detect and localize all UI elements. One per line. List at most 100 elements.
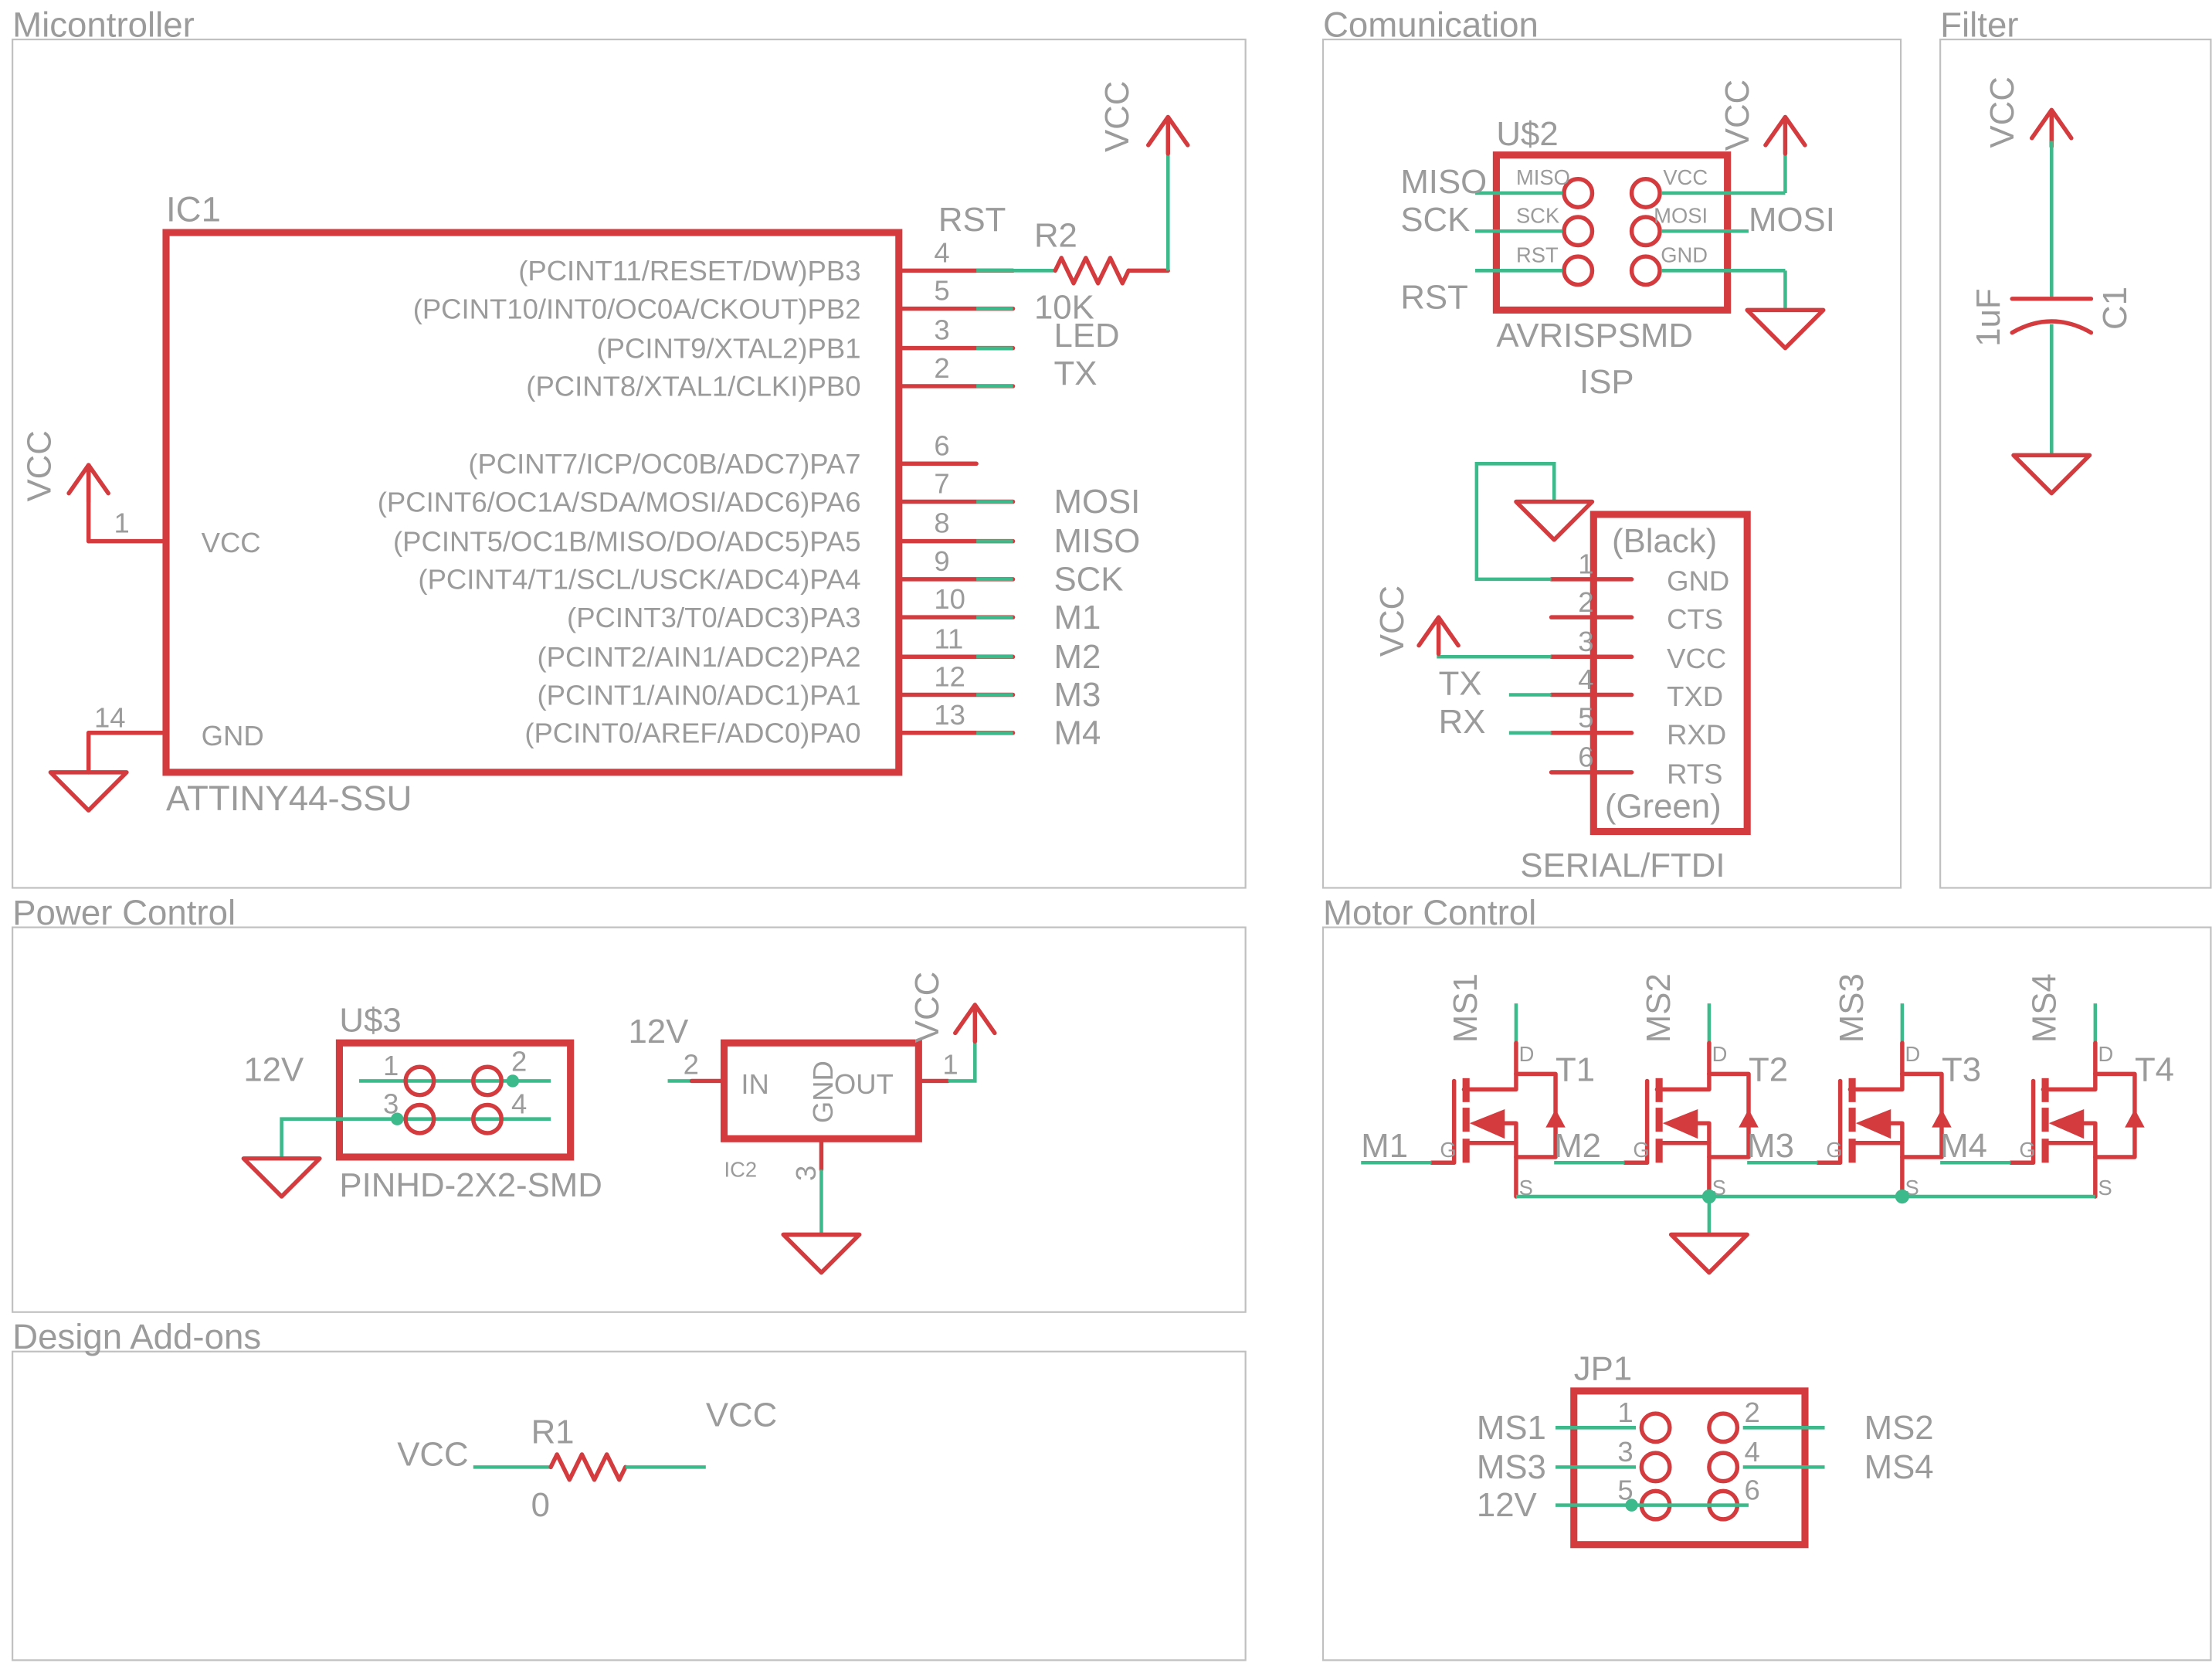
- net-label: M2: [1053, 638, 1101, 676]
- pin-number: 1: [942, 1048, 958, 1080]
- pin-name: G: [2019, 1138, 2035, 1162]
- net-label: RX: [1439, 703, 1486, 741]
- mosfet-source: [2081, 1121, 2098, 1199]
- pin-number: 2: [1745, 1397, 1760, 1428]
- frame-addons: [12, 1350, 1247, 1661]
- pin-name: D: [2098, 1042, 2114, 1066]
- wire: [1474, 462, 1556, 582]
- mosfet-name: T2: [1749, 1050, 1788, 1088]
- section-title-micro: Micontroller: [12, 5, 195, 44]
- jp1-pad: [1707, 1411, 1740, 1444]
- resistor-symbol: [1053, 256, 1131, 286]
- net-label: 12V: [243, 1050, 304, 1088]
- pin-name: (PCINT2/AIN1/ADC2)PA2: [538, 641, 861, 673]
- pin-number: 2: [684, 1048, 699, 1080]
- r2-name: R2: [1034, 216, 1077, 254]
- ground-symbol-icon: [1745, 307, 1826, 351]
- c1-value: 1uF: [1969, 288, 2007, 346]
- pin-number: 4: [1578, 664, 1593, 695]
- frame-micro: [12, 38, 1247, 889]
- mosfet-channel: [1462, 1078, 1470, 1102]
- pin-name: S: [1519, 1176, 1533, 1200]
- u3-pad: [471, 1102, 504, 1135]
- pin-number: 13: [934, 699, 965, 731]
- pin-name: G: [1826, 1138, 1842, 1162]
- pin-name: RXD: [1667, 718, 1726, 750]
- pin-name: VCC: [1663, 165, 1708, 189]
- pin-name: (PCINT8/XTAL1/CLKI)PB0: [526, 371, 860, 402]
- pin-name: (PCINT4/T1/SCL/USCK/ADC4)PA4: [418, 564, 860, 596]
- net-label: M4: [1053, 714, 1101, 752]
- net-label: MS1: [1447, 973, 1484, 1043]
- net-label: M3: [1053, 676, 1101, 714]
- ic1-name: IC1: [166, 189, 221, 229]
- net-label: VCC: [397, 1436, 468, 1474]
- pin-number: 4: [934, 236, 949, 268]
- frame-power: [12, 926, 1247, 1313]
- ground-symbol-icon: [1668, 1232, 1749, 1275]
- pin-number: 5: [1617, 1474, 1633, 1505]
- mosfet-channel: [1848, 1078, 1856, 1102]
- mosfet-channel: [1655, 1108, 1663, 1132]
- net-label: MS2: [1864, 1409, 1934, 1447]
- pin-number: 11: [934, 623, 963, 654]
- net-label: SCK: [1400, 201, 1470, 239]
- mosfet-body: [1707, 1071, 1751, 1159]
- vcc-arrow-icon: [2030, 107, 2074, 149]
- pin-name: TXD: [1667, 680, 1723, 712]
- mosfet-name: T3: [1942, 1050, 1981, 1088]
- pin-name: G: [1633, 1138, 1649, 1162]
- mosfet-channel: [2041, 1078, 2049, 1102]
- pin-name: (PCINT9/XTAL2)PB1: [597, 332, 861, 364]
- net-label: VCC: [706, 1396, 777, 1434]
- jp1-pad: [1707, 1451, 1740, 1484]
- ground-symbol-icon: [1514, 499, 1595, 542]
- section-title-addons: Design Add-ons: [12, 1317, 261, 1356]
- pin-name: D: [1712, 1042, 1728, 1066]
- mosfet-channel: [1848, 1139, 1856, 1163]
- net-label: 12V: [1477, 1486, 1537, 1524]
- pin-number: 10: [934, 583, 965, 615]
- pin-name: IN: [741, 1068, 769, 1100]
- mosfet-drain: [1654, 1071, 1712, 1092]
- ftdi-body: [1589, 511, 1751, 836]
- vcc-label: VCC: [1718, 80, 1756, 151]
- junction: [391, 1112, 404, 1125]
- mosfet-channel: [1655, 1078, 1663, 1102]
- mosfet-body: [1514, 1071, 1558, 1159]
- frame-filter: [1939, 38, 2212, 889]
- pin-number: 9: [934, 545, 949, 577]
- mosfet-arrow-icon: [1469, 1108, 1505, 1139]
- r2-value: 10K: [1034, 288, 1094, 326]
- mosfet-source: [1888, 1121, 1905, 1199]
- c1-name: C1: [2096, 287, 2134, 330]
- pin-name: D: [1905, 1042, 1921, 1066]
- diode-arrow-icon: [1739, 1108, 1759, 1128]
- u3-part: PINHD-2X2-SMD: [339, 1166, 602, 1204]
- u3-pad: [471, 1064, 504, 1098]
- pin-number: 1: [383, 1050, 399, 1081]
- pin-name: G: [1440, 1138, 1456, 1162]
- junction: [1895, 1189, 1910, 1204]
- pin-number: 4: [511, 1088, 527, 1119]
- ground-symbol-icon: [2011, 453, 2092, 496]
- pin-name: (PCINT11/RESET/DW)PB3: [518, 255, 860, 287]
- vcc-arrow-icon: [1763, 114, 1807, 156]
- isp-pad: [1629, 254, 1662, 287]
- pin-name: RST: [1516, 243, 1559, 266]
- u3-pad: [403, 1102, 436, 1135]
- vcc-label: VCC: [1098, 81, 1136, 152]
- ftdi-top: (Black): [1612, 522, 1717, 560]
- pin-name: S: [2098, 1176, 2112, 1200]
- pin-name: VCC: [202, 527, 261, 558]
- vcc-label: VCC: [908, 972, 946, 1043]
- pin-number: 8: [934, 507, 949, 539]
- mosfet-arrow-icon: [2048, 1108, 2085, 1139]
- resistor-symbol: [548, 1452, 628, 1482]
- pin-number: 4: [1745, 1436, 1760, 1468]
- vcc-arrow-icon: [1416, 615, 1461, 657]
- section-title-filter: Filter: [1940, 5, 2018, 44]
- ftdi-bottom: (Green): [1605, 787, 1722, 825]
- vcc-label: VCC: [1983, 76, 2021, 148]
